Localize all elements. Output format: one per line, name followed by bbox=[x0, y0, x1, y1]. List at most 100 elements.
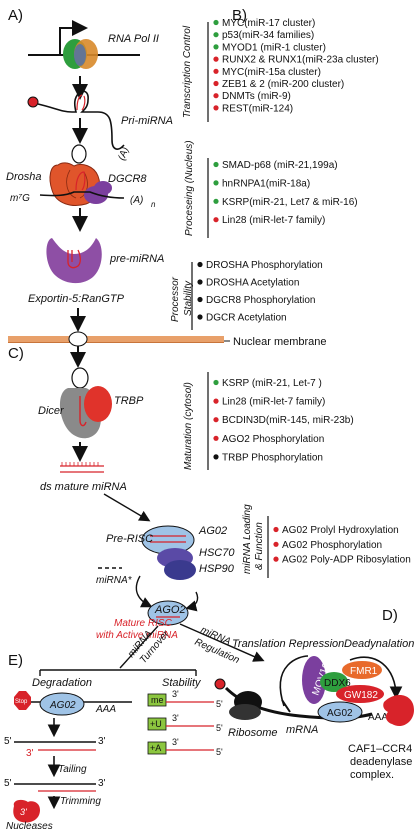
mature-risc-label-1: Mature RISC bbox=[114, 618, 173, 629]
fmr1-label: FMR1 bbox=[350, 666, 378, 677]
regulator-item: MYOD1 (miR-1 cluster) bbox=[222, 42, 326, 53]
regulator-dot bbox=[273, 541, 279, 547]
regulator-item: AG02 Phosphorylation bbox=[282, 540, 382, 551]
poly-a-tail-label: (A) bbox=[130, 195, 143, 206]
regulator-dot bbox=[213, 398, 219, 404]
regulator-dot bbox=[273, 556, 279, 562]
regulator-item: KSRP (miR-21, Let-7 ) bbox=[222, 378, 322, 389]
nucleases-label: Nucleases bbox=[6, 821, 53, 830]
plus-a-label: +A bbox=[150, 743, 161, 753]
three-prime-s3: 3' bbox=[172, 737, 179, 747]
trbp-shape bbox=[84, 386, 112, 422]
regulator-dot bbox=[213, 454, 219, 460]
regulator-item: Lin28 (miR-let-7 family) bbox=[222, 397, 325, 408]
regulator-item: AG02 Poly-ADP Ribosylation bbox=[282, 555, 411, 566]
adenylation-badge bbox=[147, 741, 167, 755]
m7g-label: m⁷G bbox=[10, 193, 30, 204]
regulator-dot bbox=[213, 417, 219, 423]
regulator-dot bbox=[213, 217, 219, 223]
aaaa-d-label: AAAA bbox=[368, 712, 395, 723]
regulator-item: AGO2 Phosphorylation bbox=[222, 434, 324, 445]
me-label: me bbox=[151, 695, 164, 705]
aaa-e-label: AAA bbox=[95, 704, 116, 715]
regulator-item: Lin28 (miR-let-7 family) bbox=[222, 215, 325, 226]
panel-label-b: B) bbox=[232, 7, 247, 24]
hsc70-label: HSC70 bbox=[199, 547, 235, 559]
regulator-dot bbox=[213, 19, 219, 26]
microprocessor-group: Drosha DGCR8 m⁷G (A) n bbox=[6, 144, 156, 232]
regulator-dot bbox=[213, 56, 219, 62]
regulation-group: Translation Repression Deadynalation Rib… bbox=[214, 638, 414, 781]
dgcr8-label: DGCR8 bbox=[108, 173, 147, 185]
section-title: & Function bbox=[254, 522, 265, 570]
exportin-shape bbox=[46, 238, 102, 284]
nuclear-membrane: Nuclear membrane bbox=[8, 331, 327, 368]
section-title: Processor bbox=[170, 276, 181, 322]
ago2-risc-label: AGO2 bbox=[154, 604, 186, 616]
trbp-label: TRBP bbox=[114, 395, 144, 407]
five-prime-1: 5' bbox=[4, 736, 12, 747]
regulator-item: TRBP Phosphorylation bbox=[222, 452, 323, 463]
hsp90-shape bbox=[164, 560, 196, 580]
three-prime-s2: 3' bbox=[172, 713, 179, 723]
poly-a-label: (A) bbox=[116, 146, 131, 162]
rna-pol-blue-subunit bbox=[74, 44, 86, 66]
ago2-d-label: AG02 bbox=[327, 708, 353, 719]
section-title: Transcription Control bbox=[182, 25, 193, 118]
ds-mature-mirna-label: ds mature miRNA bbox=[40, 481, 127, 493]
regulator-dot bbox=[213, 161, 219, 168]
hsp90-label: HSP90 bbox=[199, 563, 235, 575]
ago2-e-shape bbox=[39, 692, 85, 716]
mature-risc-label-2: with Active miRNA bbox=[96, 630, 178, 641]
regulator-dot bbox=[197, 279, 203, 285]
trimming-label: Trimming bbox=[60, 796, 101, 807]
three-prime-s1: 3' bbox=[172, 689, 179, 699]
five-prime-2: 5' bbox=[4, 778, 12, 789]
regulator-item: p53(miR-34 families) bbox=[222, 30, 314, 41]
stability-label: Stability bbox=[162, 677, 202, 689]
caf1-label-3: complex. bbox=[350, 769, 394, 781]
regulator-item: SMAD-p68 (miR-21,199a) bbox=[222, 160, 338, 171]
regulator-item: MYC(miR-15a cluster) bbox=[222, 67, 321, 78]
regulator-item: ZEB1 & 2 (miR-200 cluster) bbox=[222, 79, 344, 90]
deadenylation-label: Deadynalation bbox=[344, 638, 414, 650]
section-title: Proceseing (Nucleus) bbox=[184, 140, 195, 236]
exportin-label: Exportin-5:RanGTP bbox=[28, 293, 125, 305]
poly-a-n-label: n bbox=[151, 200, 156, 209]
degradation-group: Degradation Stop AG02 AAA 5' 3' 3' Taili… bbox=[4, 677, 132, 830]
regulator-dot bbox=[213, 180, 219, 186]
panel-label-d: D) bbox=[382, 607, 398, 624]
tailing-label: Tailing bbox=[58, 764, 87, 775]
regulator-dot bbox=[213, 32, 219, 38]
regulator-dot bbox=[213, 80, 219, 87]
pre-mirna-label: pre-miRNA bbox=[109, 253, 164, 265]
plus-u-label: +U bbox=[150, 719, 162, 729]
regulator-item: REST(miR-124) bbox=[222, 103, 293, 114]
regulator-item: KSRP(miR-21, Let7 & miR-16) bbox=[222, 197, 358, 208]
regulator-item: BCDIN3D(miR-145, miR-23b) bbox=[222, 415, 354, 426]
regulator-item: hnRNPA1(miR-18a) bbox=[222, 178, 310, 189]
regulator-dot bbox=[197, 296, 203, 303]
regulator-item: RUNX2 & RUNX1(miR-23a cluster) bbox=[222, 55, 379, 66]
uridylation-badge bbox=[147, 717, 167, 731]
regulator-item: DGCR8 Phosphorylation bbox=[206, 295, 316, 306]
ddx6-shape bbox=[320, 672, 348, 692]
dicer-label: Dicer bbox=[38, 405, 65, 417]
panel-label-a: A) bbox=[8, 7, 23, 24]
three-prime-2: 3' bbox=[98, 778, 106, 789]
section-title: Stability bbox=[183, 280, 194, 316]
pri-mirna-label: Pri-miRNA bbox=[121, 115, 173, 127]
ago2-e-label: AG02 bbox=[49, 700, 76, 711]
regulator-item: DNMTs (miR-9) bbox=[222, 91, 291, 102]
methyl-badge bbox=[147, 693, 167, 707]
regulator-dot bbox=[213, 379, 219, 386]
pre-risc-label: Pre-RISC bbox=[106, 533, 153, 545]
ribosome-label: Ribosome bbox=[228, 727, 278, 739]
caf1-label-2: deadenylase bbox=[350, 756, 412, 768]
five-prime-s1: 5' bbox=[216, 699, 223, 709]
dicer-group: Dicer TRBP ds mature miRNA bbox=[38, 367, 151, 522]
